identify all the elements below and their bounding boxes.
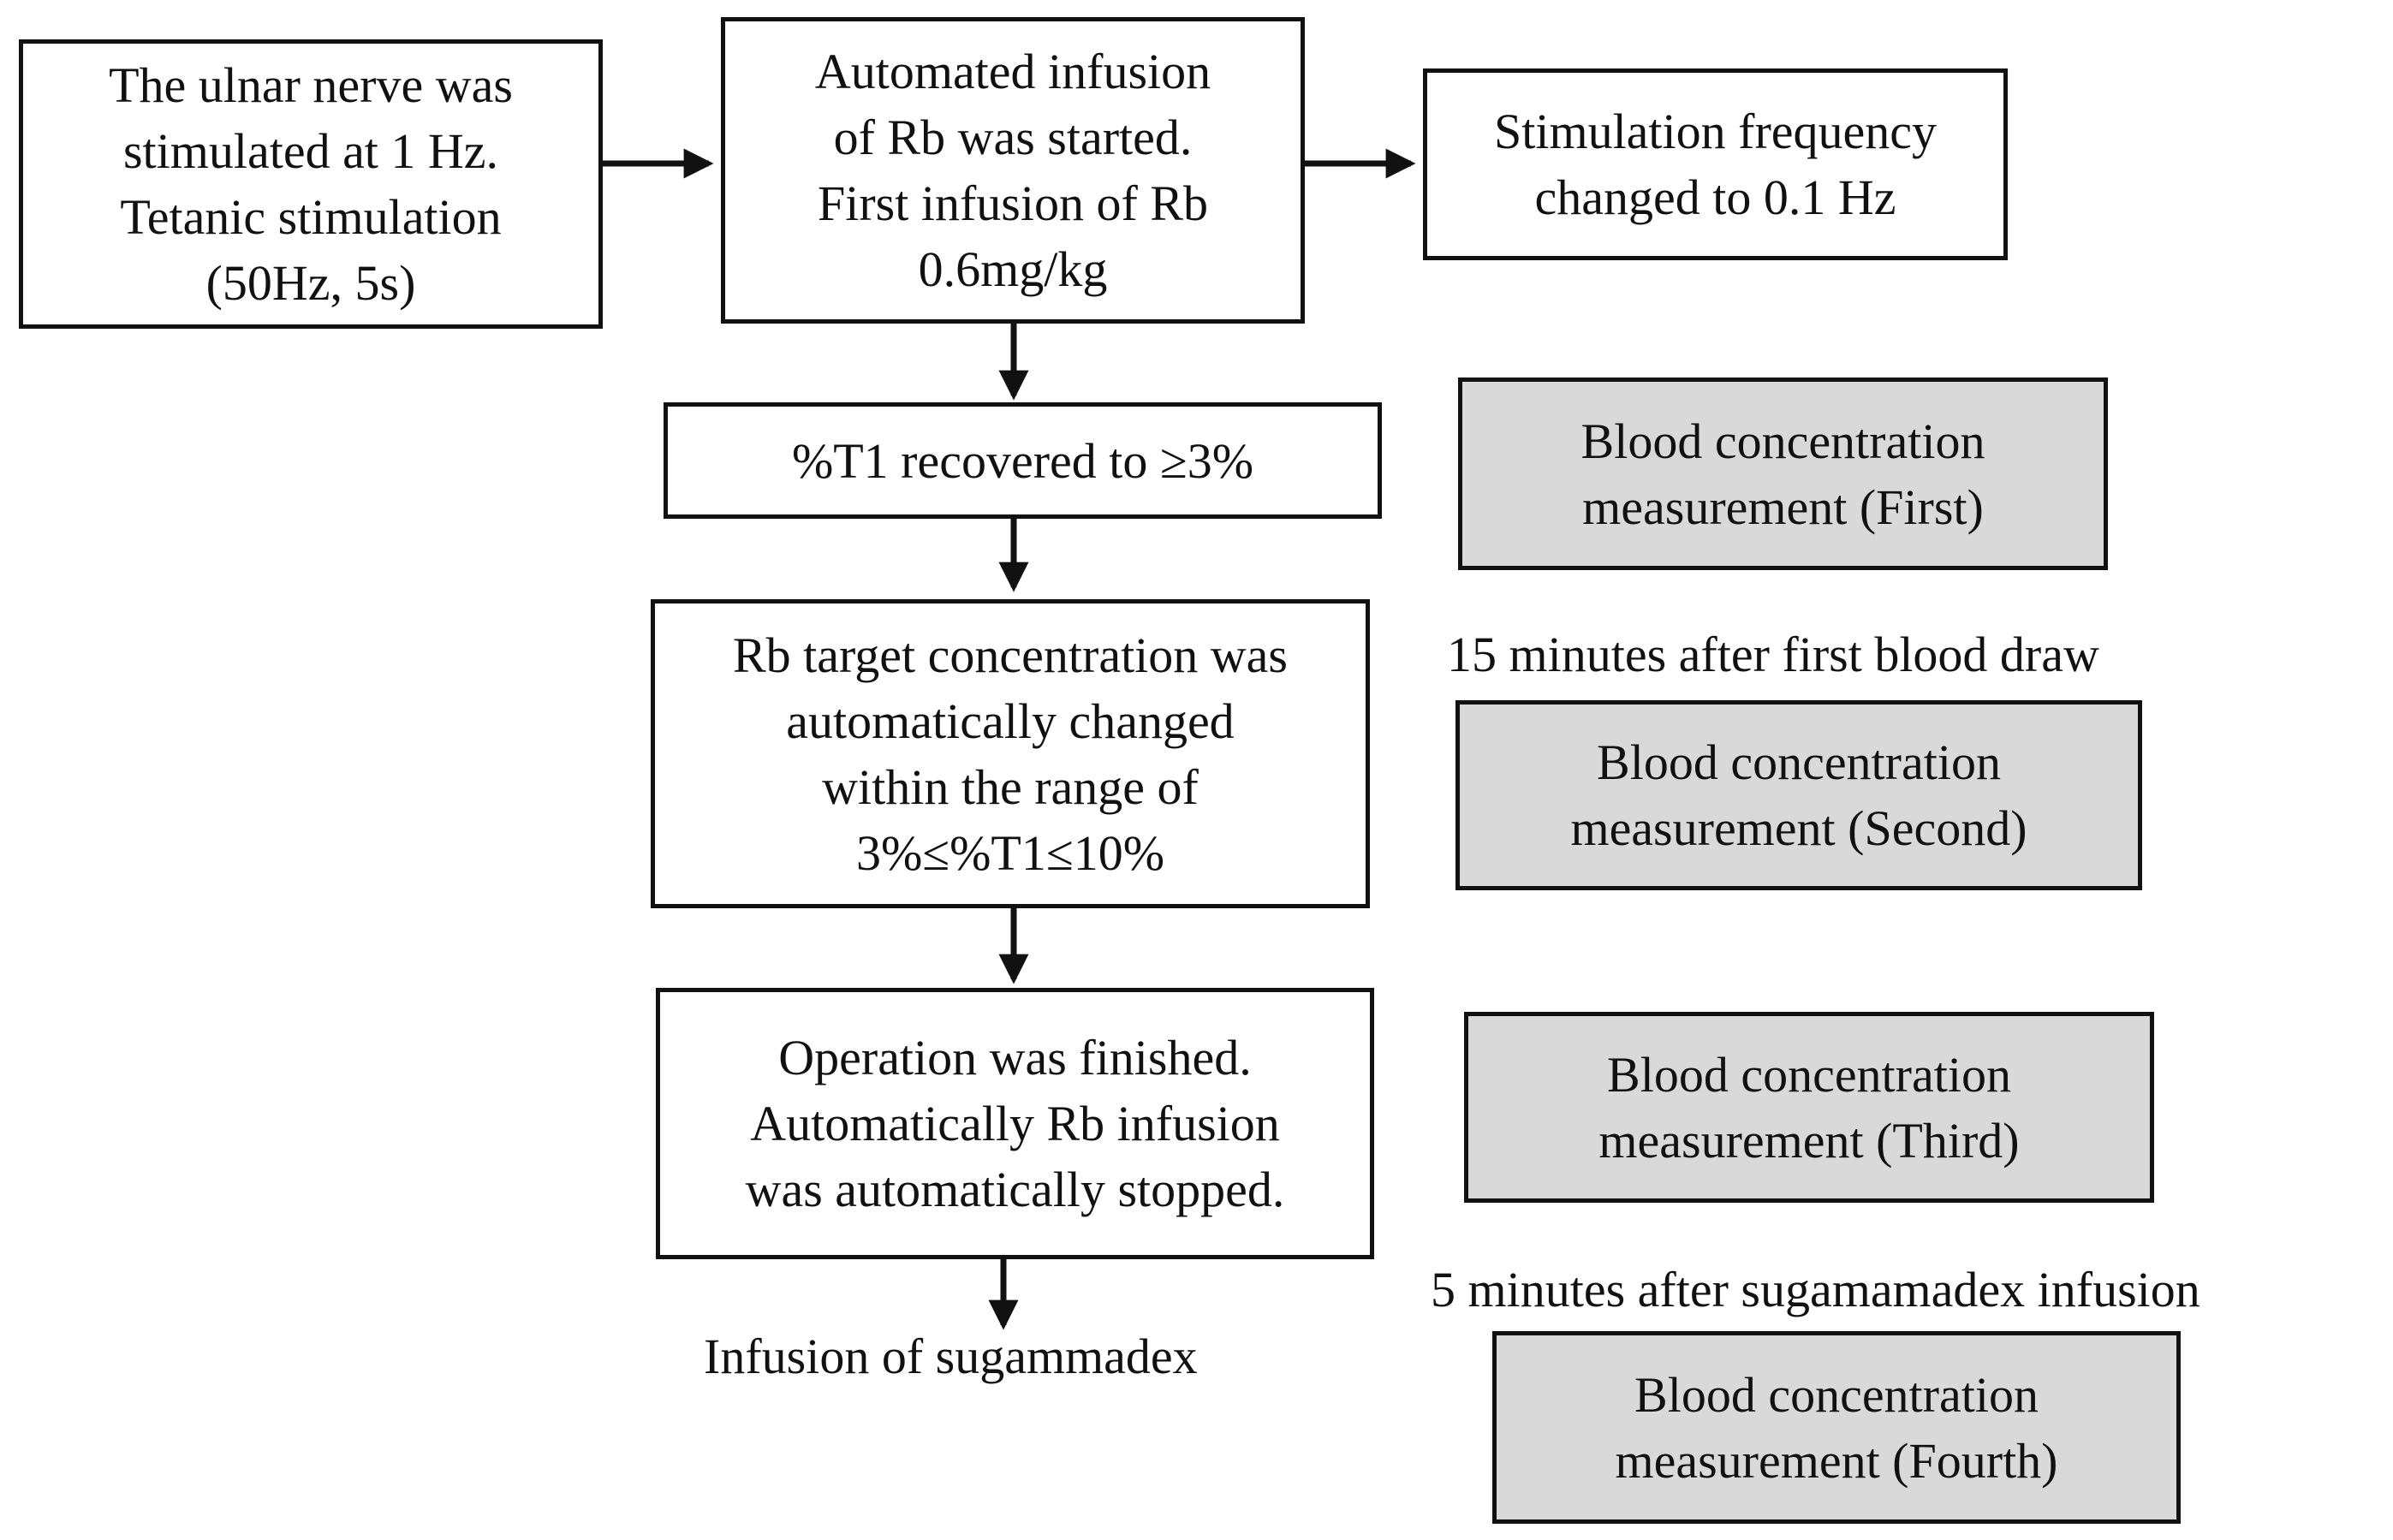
stimulation-line-4: (50Hz, 5s)	[205, 255, 416, 311]
measurement-third-line-1: Blood concentration	[1607, 1046, 2011, 1103]
measurement-third-line-2: measurement (Third)	[1598, 1112, 2020, 1168]
measurement-first-line-2: measurement (First)	[1582, 479, 1984, 535]
measurement-second-line-1: Blood concentration	[1597, 734, 2001, 790]
infusion-start-line-2: of Rb was started.	[833, 110, 1193, 165]
stimulation-line-3: Tetanic stimulation	[120, 189, 502, 245]
fourth-timing-note: 5 minutes after sugamamadex infusion	[1431, 1262, 2200, 1317]
frequency-change-box: Stimulation frequency changed to 0.1 Hz	[1423, 68, 2008, 260]
frequency-change-line-1: Stimulation frequency	[1493, 104, 1938, 159]
measurement-fourth-line-1: Blood concentration	[1634, 1366, 2039, 1423]
operation-finished-box: Operation was finished. Automatically Rb…	[656, 988, 1374, 1259]
target-change-line-2: automatically changed	[786, 693, 1235, 749]
infusion-start-line-4: 0.6mg/kg	[918, 241, 1108, 297]
infusion-start-line-3: First infusion of Rb	[818, 175, 1208, 231]
measurement-second-box: Blood concentration measurement (Second)	[1455, 700, 2142, 890]
t1-recovered-box: %T1 recovered to ≥3%	[664, 402, 1382, 519]
stimulation-line-1: The ulnar nerve was	[109, 57, 513, 113]
target-change-line-4: 3%≤%T1≤10%	[855, 824, 1165, 881]
measurement-first-line-1: Blood concentration	[1580, 413, 1985, 469]
infusion-start-line-1: Automated infusion	[814, 44, 1211, 99]
measurement-third-box: Blood concentration measurement (Third)	[1464, 1012, 2154, 1203]
stimulation-line-2: stimulated at 1 Hz.	[122, 123, 499, 179]
target-change-line-3: within the range of	[822, 758, 1199, 815]
operation-finished-line-2: Automatically Rb infusion	[750, 1096, 1280, 1151]
sugammadex-label: Infusion of sugammadex	[704, 1329, 1198, 1384]
target-change-box: Rb target concentration was automaticall…	[651, 599, 1370, 908]
operation-finished-line-1: Operation was finished.	[778, 1030, 1252, 1085]
measurement-second-line-2: measurement (Second)	[1570, 800, 2027, 856]
measurement-first-box: Blood concentration measurement (First)	[1458, 378, 2108, 570]
measurement-fourth-box: Blood concentration measurement (Fourth)	[1492, 1331, 2181, 1524]
stimulation-box: The ulnar nerve was stimulated at 1 Hz. …	[19, 39, 603, 329]
frequency-change-line-2: changed to 0.1 Hz	[1534, 169, 1896, 225]
infusion-start-box: Automated infusion of Rb was started. Fi…	[721, 17, 1305, 324]
measurement-fourth-line-2: measurement (Fourth)	[1615, 1432, 2058, 1489]
second-timing-note: 15 minutes after first blood draw	[1447, 627, 2099, 682]
target-change-line-1: Rb target concentration was	[733, 627, 1288, 683]
t1-recovered-line-1: %T1 recovered to ≥3%	[791, 432, 1254, 489]
operation-finished-line-3: was automatically stopped.	[745, 1162, 1285, 1217]
